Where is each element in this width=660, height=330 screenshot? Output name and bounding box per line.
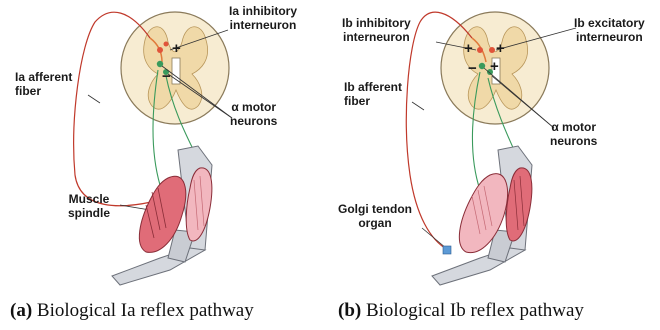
label-ia-inhibitory-interneuron: Ia inhibitory interneuron — [229, 4, 297, 32]
label-ia-afferent-fiber: Ia afferent fiber — [15, 70, 72, 98]
label-ib-excitatory-interneuron: Ib excitatory interneuron — [574, 16, 645, 44]
caption-tag: (b) — [338, 300, 361, 321]
label-ib-afferent-fiber: Ib afferent fiber — [344, 80, 402, 108]
caption-b: (b) Biological Ib reflex pathway — [338, 300, 584, 322]
sign-plus: + — [490, 60, 499, 74]
label-line: spindle — [68, 206, 110, 220]
label-line: α motor — [230, 100, 277, 114]
label-line: fiber — [15, 84, 72, 98]
label-line: Ib afferent — [344, 80, 402, 94]
caption-tag: (a) — [10, 300, 32, 321]
label-line: fiber — [344, 94, 402, 108]
sign-plus: + — [464, 42, 473, 56]
label-muscle-spindle: Muscle spindle — [68, 192, 110, 220]
sign-minus: − — [162, 70, 171, 84]
label-line: Golgi tendon — [338, 202, 412, 216]
label-line: Ib inhibitory — [342, 16, 411, 30]
label-ib-inhibitory-interneuron: Ib inhibitory interneuron — [342, 16, 411, 44]
panel-b-ib-reflex: Ib inhibitory interneuron Ib excitatory … — [330, 0, 660, 330]
ib-reflex-illustration — [330, 0, 660, 300]
label-line: interneuron — [342, 30, 411, 44]
label-golgi-tendon-organ: Golgi tendon organ — [338, 202, 412, 230]
sign-plus: + — [172, 42, 181, 56]
sign-plus: + — [496, 42, 505, 56]
caption-text: Biological Ia reflex pathway — [37, 300, 254, 321]
golgi-tendon-organ-mark — [443, 246, 451, 254]
label-line: neurons — [230, 114, 277, 128]
label-line: Ib excitatory — [574, 16, 645, 30]
label-alpha-motor-neurons: α motor neurons — [230, 100, 277, 128]
ia-inhibitory-interneuron-cell — [157, 47, 163, 53]
ia-reflex-illustration — [0, 0, 330, 300]
caption-a: (a) Biological Ia reflex pathway — [10, 300, 254, 322]
label-alpha-motor-neurons: α motor neurons — [550, 120, 597, 148]
label-line: Muscle — [68, 192, 110, 206]
label-line: organ — [338, 216, 412, 230]
ib-inhibitory-interneuron-cell — [477, 47, 483, 53]
label-line: interneuron — [574, 30, 645, 44]
ib-excitatory-interneuron-cell — [489, 47, 495, 53]
sign-minus: − — [468, 62, 477, 76]
label-line: neurons — [550, 134, 597, 148]
caption-text: Biological Ib reflex pathway — [366, 300, 584, 321]
label-line: α motor — [550, 120, 597, 134]
label-line: Ia inhibitory — [229, 4, 297, 18]
label-line: interneuron — [229, 18, 297, 32]
label-line: Ia afferent — [15, 70, 72, 84]
panel-a-ia-reflex: Ia inhibitory interneuron Ia afferent fi… — [0, 0, 330, 330]
